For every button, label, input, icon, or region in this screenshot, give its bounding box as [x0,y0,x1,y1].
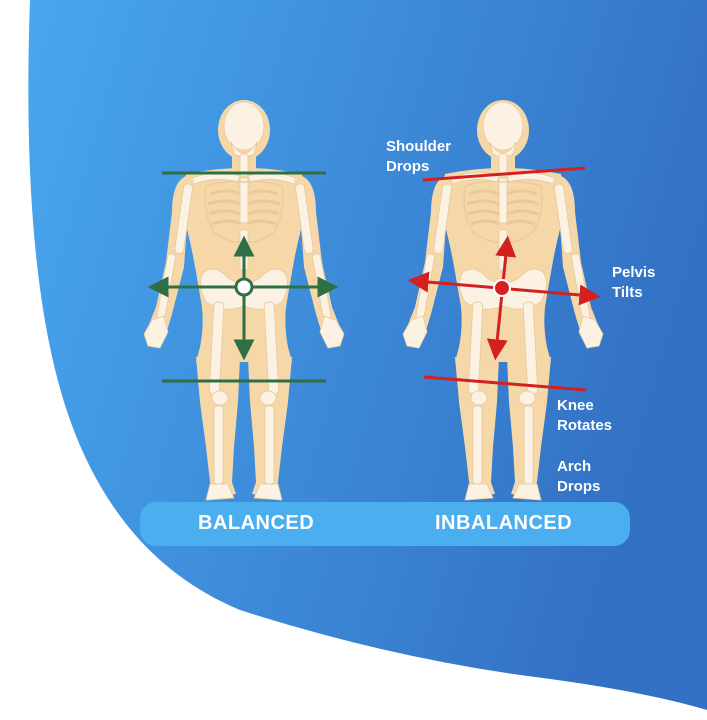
knee-label-line2: Rotates [557,417,613,434]
knee-rotates-label: Knee Rotates [557,396,612,436]
balanced-label: BALANCED [198,512,315,534]
balanced-alignment-lines [147,171,339,383]
balanced-center-marker [234,277,254,297]
shoulder-drops-label: Shoulder Drops [386,137,451,177]
imbalanced-vertical-arrow [486,235,517,361]
shoulder-label-line2: Drops [386,158,430,175]
imbalanced-center-marker [493,279,511,297]
imbalanced-label: INBALANCED [435,512,573,534]
imbalanced-shoulder-line [422,166,586,182]
background-shape [28,0,707,710]
imbalanced-alignment-lines [407,166,601,392]
arch-label-line1: Arch [557,458,592,475]
arch-label-line2: Drops [557,478,601,495]
shoulder-label-line1: Shoulder [386,138,452,155]
label-bar [140,502,630,546]
knee-label-line1: Knee [557,397,594,414]
pelvis-label-line2: Tilts [612,284,643,301]
pelvis-tilts-label: Pelvis Tilts [612,263,655,303]
pelvis-label-line1: Pelvis [612,264,656,281]
arch-drops-label: Arch Drops [557,457,600,497]
imbalanced-knee-line [423,375,587,392]
